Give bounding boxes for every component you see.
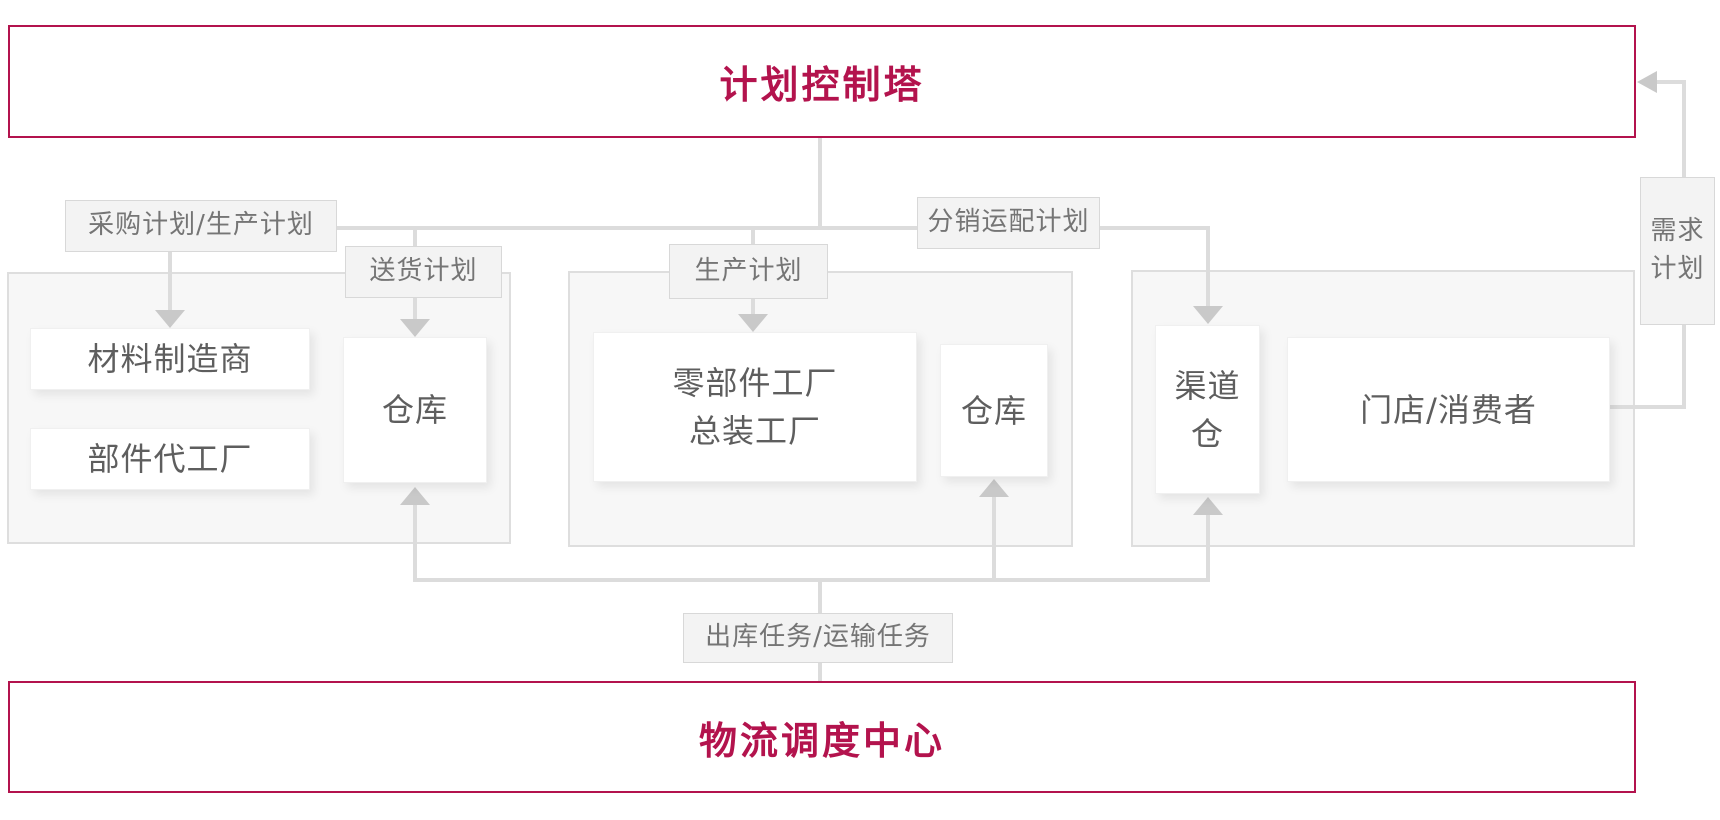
arrowhead-up-warehouse-left [400, 487, 430, 505]
arrowhead-into-control-tower [1637, 71, 1657, 93]
arrowhead-up-channel-warehouse [1193, 497, 1223, 515]
connector-production-stub-top [751, 228, 755, 244]
arrowhead-into-channel-warehouse [1193, 306, 1223, 324]
label-text: 采购计划/生产计划 [88, 210, 314, 241]
connector-top-center-vertical [818, 138, 822, 228]
connector-distribution-vertical [1206, 228, 1210, 308]
label-text: 生产计划 [694, 255, 803, 286]
node-text: 仓库 [960, 391, 1027, 430]
label-text: 送货计划 [369, 256, 478, 287]
connector-demand-into-top [1653, 80, 1686, 84]
logistics-dispatch-center-title: 物流调度中心 [698, 718, 945, 763]
node-text: 渠道 仓 [1174, 366, 1241, 453]
connector-task-up-mid [992, 495, 996, 580]
label-outbound-transport-task: 出库任务/运输任务 [683, 613, 953, 663]
node-logistics-dispatch-center: 物流调度中心 [8, 681, 1636, 793]
node-warehouse-mid: 仓库 [940, 344, 1048, 477]
label-distribution-plan: 分销运配计划 [917, 197, 1100, 249]
node-parts-assembly-factory: 零部件工厂 总装工厂 [593, 332, 917, 482]
connector-to-material [168, 252, 172, 314]
connector-store-to-demand [1610, 405, 1686, 409]
connector-task-up-channel [1206, 513, 1210, 580]
label-delivery-plan: 送货计划 [345, 246, 502, 298]
node-component-oem: 部件代工厂 [30, 428, 310, 490]
arrowhead-into-warehouse-left [400, 319, 430, 337]
plan-control-tower-title: 计划控制塔 [719, 63, 925, 107]
label-demand-plan: 需求 计划 [1640, 177, 1715, 325]
connector-production-stub-bottom [751, 299, 755, 316]
node-material-manufacturer: 材料制造商 [30, 328, 310, 390]
node-text: 门店/消费者 [1360, 390, 1537, 429]
node-text: 零部件工厂 总装工厂 [672, 364, 838, 450]
arrowhead-into-material [155, 310, 185, 328]
connector-plan-horizontal [168, 226, 1210, 230]
node-text: 材料制造商 [87, 340, 253, 378]
label-text: 出库任务/运输任务 [705, 622, 931, 653]
node-channel-warehouse: 渠道 仓 [1155, 325, 1260, 494]
node-text: 部件代工厂 [87, 440, 253, 478]
arrowhead-up-warehouse-mid [979, 479, 1009, 497]
connector-task-up-left [413, 503, 417, 580]
label-procurement-production-plan: 采购计划/生产计划 [65, 200, 337, 252]
label-text: 分销运配计划 [927, 207, 1090, 238]
node-plan-control-tower: 计划控制塔 [8, 25, 1636, 138]
node-text: 仓库 [381, 391, 448, 429]
node-warehouse-left: 仓库 [343, 337, 487, 483]
label-production-plan: 生产计划 [669, 244, 828, 299]
arrowhead-into-parts-factory [738, 314, 768, 332]
connector-delivery-stub-bottom [413, 298, 417, 321]
connector-task-horizontal [413, 578, 1210, 582]
connector-delivery-stub-top [413, 228, 417, 246]
label-text: 需求 计划 [1650, 216, 1705, 284]
node-store-consumer: 门店/消费者 [1287, 337, 1610, 482]
